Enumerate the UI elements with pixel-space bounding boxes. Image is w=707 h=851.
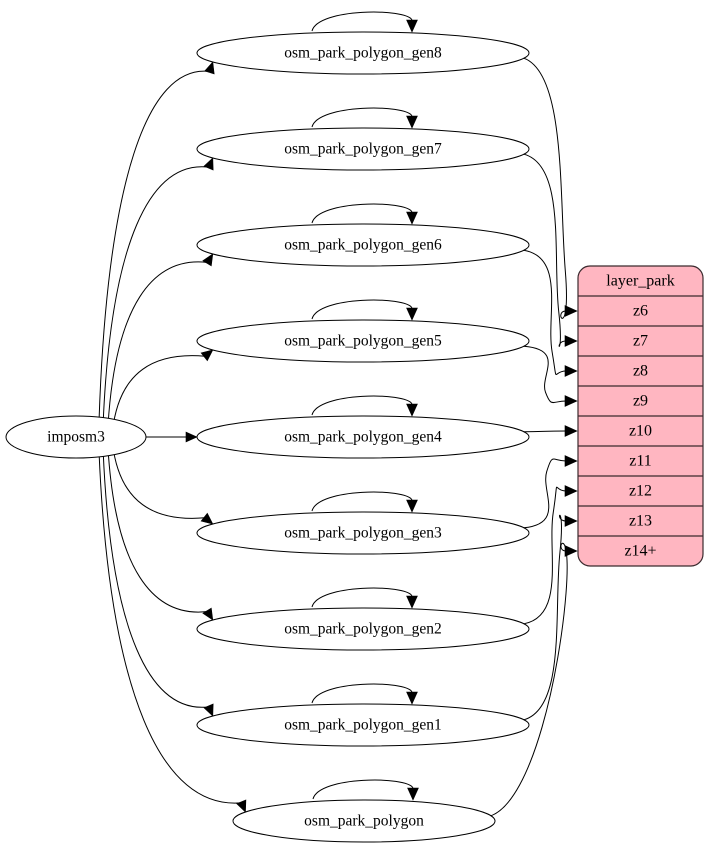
arrow-head-gen4-to-row-z10 [564,425,578,437]
arrow-head-imposm3-to-gen7 [203,157,214,171]
self-loop-gen5 [311,299,413,320]
edge-imposm3-to-gen8 [98,70,210,421]
arrow-head-imposm3-to-gen4 [185,431,198,443]
edge-imposm3-to-gen5 [112,355,206,431]
nodes-layer: osm_park_polygon_gen8 osm_park_polygon_ge… [5,31,530,843]
arrow-head-self-loop-gen7 [406,115,418,129]
node-ellipse-base [232,799,496,843]
node-label-gen6: osm_park_polygon_gen6 [284,237,442,254]
table-row-z9[interactable]: z9 [633,393,648,410]
arrow-head-self-loop-gen2 [406,595,418,609]
self-loop-gen4 [311,395,413,416]
edge-gen7-to-row-z7 [523,153,567,347]
arrow-head-imposm3-to-gen6 [202,253,214,267]
table-row-z12[interactable]: z12 [629,483,652,500]
node-ellipse-gen6 [196,223,530,267]
node-label-gen4: osm_park_polygon_gen4 [284,429,442,446]
arrow-head-self-loop-gen5 [406,307,418,321]
self-loop-gen2 [311,587,413,608]
node-ellipse-gen7 [196,127,530,171]
node-ellipse-gen1 [196,703,530,747]
arrow-head-gen5-to-row-z9 [564,395,578,407]
arrow-head-imposm3-to-gen3 [200,512,214,525]
edge-imposm3-to-gen1 [102,451,210,708]
node-gen6[interactable]: osm_park_polygon_gen6 [196,223,530,267]
edges-layer [98,11,578,817]
table-row-z11[interactable]: z11 [629,453,652,470]
arrow-head-gen1-to-row-z13 [564,515,578,527]
table-row-z14plus[interactable]: z14+ [624,543,656,560]
table-row-z10[interactable]: z10 [629,423,652,440]
edge-imposm3-to-gen6 [107,261,208,426]
node-ellipse-gen8 [196,31,530,75]
node-ellipse-gen4 [196,415,530,459]
node-label-gen7: osm_park_polygon_gen7 [284,141,442,158]
edge-gen3-to-row-z11 [523,458,567,529]
arrow-head-gen6-to-row-z8 [564,365,578,377]
node-gen7[interactable]: osm_park_polygon_gen7 [196,127,530,171]
arrow-head-self-loop-gen6 [406,211,418,225]
node-ellipse-gen5 [196,319,530,363]
node-base[interactable]: osm_park_polygon [232,799,496,843]
self-loop-base [312,779,414,800]
node-ellipse-gen2 [196,607,530,651]
edge-gen4-to-row-z10 [523,430,567,433]
edge-imposm3-to-gen2 [107,448,208,613]
arrow-head-self-loop-gen3 [406,499,418,513]
node-gen2[interactable]: osm_park_polygon_gen2 [196,607,530,651]
arrow-head-imposm3-to-gen8 [204,61,215,75]
edge-base-to-row-z14plus [490,542,568,817]
layer-park-table: layer_park z6 z7 z8 z9 z10 z11 z12 z13 z14+ [577,265,704,567]
edge-gen6-to-row-z8 [523,249,567,375]
self-loop-gen3 [311,491,413,512]
arrow-head-imposm3-to-gen1 [203,703,214,717]
node-label-gen1: osm_park_polygon_gen1 [284,717,442,734]
edge-imposm3-to-base [98,453,242,804]
edge-gen1-to-row-z13 [523,514,567,721]
edge-gen5-to-row-z9 [523,345,567,404]
node-label-gen5: osm_park_polygon_gen5 [284,333,442,350]
node-gen3[interactable]: osm_park_polygon_gen3 [196,511,530,555]
edge-imposm3-to-gen3 [112,443,206,519]
edge-imposm3-to-gen7 [102,166,210,423]
arrow-head-self-loop-gen8 [406,19,418,33]
node-gen4[interactable]: osm_park_polygon_gen4 [196,415,530,459]
arrow-head-gen8-to-row-z6 [564,305,578,317]
arrow-head-self-loop-base [407,787,419,801]
arrow-head-gen3-to-row-z11 [564,455,578,467]
edge-gen8-to-row-z6 [523,57,567,319]
self-loop-gen6 [311,203,413,224]
arrow-head-imposm3-to-gen2 [202,607,214,621]
arrow-head-gen2-to-row-z12 [564,485,578,497]
node-label-gen8: osm_park_polygon_gen8 [284,45,442,62]
node-gen5[interactable]: osm_park_polygon_gen5 [196,319,530,363]
arrow-head-base-to-row-z14plus [564,545,578,557]
arrow-head-imposm3-to-gen5 [200,349,214,362]
table-row-z13[interactable]: z13 [629,513,652,530]
arrow-head-imposm3-to-base [236,799,247,813]
node-label-gen2: osm_park_polygon_gen2 [284,621,442,638]
arrow-head-self-loop-gen4 [406,403,418,417]
node-ellipse-imposm3 [5,415,147,459]
self-loop-gen1 [311,683,413,704]
self-loop-gen7 [311,107,413,128]
node-ellipse-gen3 [196,511,530,555]
node-label-base: osm_park_polygon [304,813,424,830]
node-imposm3[interactable]: imposm3 [5,415,147,459]
arrow-head-self-loop-gen1 [406,691,418,705]
node-label-imposm3: imposm3 [47,429,105,446]
table-row-z6[interactable]: z6 [633,303,648,320]
table-row-z7[interactable]: z7 [633,333,648,350]
node-gen8[interactable]: osm_park_polygon_gen8 [196,31,530,75]
edge-gen2-to-row-z12 [523,486,567,625]
node-gen1[interactable]: osm_park_polygon_gen1 [196,703,530,747]
self-loop-gen8 [311,11,413,32]
arrow-head-gen7-to-row-z7 [564,335,578,347]
node-label-gen3: osm_park_polygon_gen3 [284,525,442,542]
table-row-z8[interactable]: z8 [633,363,648,380]
layer-park-table-header: layer_park [606,273,674,290]
